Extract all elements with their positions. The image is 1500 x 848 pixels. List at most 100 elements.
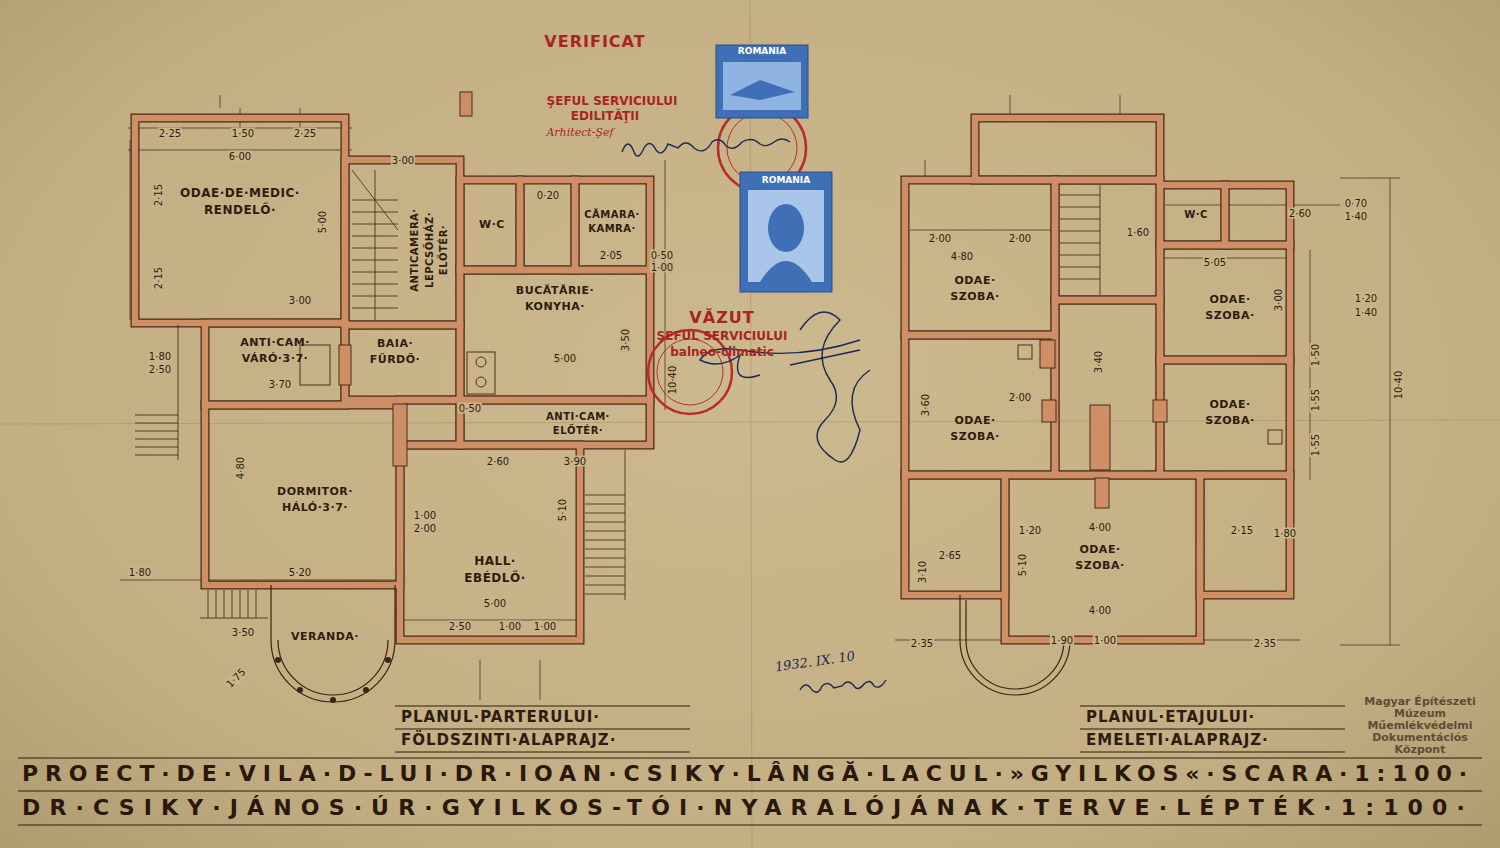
dimension: 2·00: [413, 523, 437, 534]
dimension: 3·00: [391, 155, 415, 166]
dimension: 3·90: [563, 456, 587, 467]
room-label-box: DORMITOR·HÁLÓ·3·7·: [265, 480, 365, 520]
postage-stamp-text: ROMANIA: [761, 176, 811, 186]
room-label-box: ANTICAMERA·LEPCSŐHÁZ·ELŐTÉR·: [405, 190, 455, 310]
room-name: BUCĂTĂRIE·: [516, 283, 594, 299]
room-label-box: CĂMARA·KAMRA·: [580, 205, 644, 239]
room-name: ODAE·DE·MEDIC·: [180, 185, 300, 202]
room-name: W·C: [479, 217, 505, 233]
plan-caption: PLANUL·PARTERULUI·: [400, 709, 601, 726]
dimension: 2·00: [1008, 233, 1032, 244]
handwritten-note: 1932. IX. 10: [773, 649, 857, 675]
room-label-box: VERANDA·: [285, 628, 365, 646]
room-name: W·C: [1184, 208, 1208, 223]
dimension: 5·00: [483, 598, 507, 609]
rotated-text-holder: ANTICAMERA·LEPCSŐHÁZ·ELŐTÉR·: [405, 190, 455, 310]
dimension: 1·00: [1093, 635, 1117, 646]
dimension: 2·60: [486, 456, 510, 467]
dimension: 1·90: [1050, 635, 1074, 646]
watermark: Műemlékvédelmi Dokumentációs Központ: [1344, 720, 1496, 756]
dimension: 4·00: [1088, 522, 1112, 533]
dimension: 5·05: [1203, 257, 1227, 268]
dimension: 2·15: [1230, 525, 1254, 536]
room-name: ODAE·: [1209, 292, 1250, 308]
dimension: 2·65: [938, 550, 962, 561]
dimension: 1·55: [1310, 388, 1321, 412]
room-label-box: ANTI·CAM·VÁRÓ·3·7·: [215, 333, 335, 369]
dimension: 5·10: [557, 498, 568, 522]
dimension: 1·20: [1354, 293, 1378, 304]
room-label-box: ANTI·CAM·ELŐTÉR·: [518, 409, 638, 439]
dimension: 2·60: [1288, 208, 1312, 219]
stamp-text: Arhitect-Şef: [545, 127, 614, 139]
dimension: 1·60: [1126, 227, 1150, 238]
dimension: 2·15: [153, 266, 164, 290]
room-name: SZOBA·: [1205, 413, 1254, 429]
plan-caption: PLANUL·ETAJULUI·: [1085, 709, 1256, 726]
dimension: 0·50: [650, 250, 674, 261]
room-label-box: ODAE·SZOBA·: [1190, 395, 1270, 431]
room-name: ELŐTÉR·: [553, 424, 603, 439]
dimension: 5·20: [288, 567, 312, 578]
dimension: 2·35: [910, 638, 934, 649]
stamp-text: VERIFICAT: [543, 33, 646, 51]
dimension: 4·80: [235, 456, 246, 480]
dimension: 1·00: [413, 510, 437, 521]
dimension: 2·00: [1008, 392, 1032, 403]
room-name: ODAE·: [954, 273, 995, 289]
dimension: 2·35: [1253, 638, 1277, 649]
dimension: 3·00: [288, 295, 312, 306]
room-label-box: ODAE·DE·MEDIC·RENDELŐ·: [175, 180, 305, 224]
dimension: 1·50: [1310, 343, 1321, 367]
room-label-box: BUCĂTĂRIE·KONYHA·: [500, 282, 610, 316]
room-name: LEPCSŐHÁZ·: [423, 212, 438, 288]
room-name: RENDELŐ·: [204, 202, 276, 219]
dimension: 1·00: [650, 262, 674, 273]
dimension: 5·10: [1017, 553, 1028, 577]
room-label-box: HALL·EBÉDLŐ·: [435, 548, 555, 592]
room-name: ANTI·CAM·: [240, 335, 310, 351]
title-line: DR·CSIKY·JÁNOS·ÚR·GYILKOS-TÓI·NYARALÓJÁN…: [22, 797, 1474, 819]
room-name: SZOBA·: [1075, 558, 1124, 574]
room-name: BAIA·: [377, 336, 413, 352]
dimension: 10·40: [667, 365, 678, 396]
room-name: KAMRA·: [588, 222, 636, 237]
room-name: ANTI·CAM·: [546, 410, 610, 425]
dimension: 1·40: [1354, 307, 1378, 318]
dimension: 6·00: [228, 151, 252, 162]
dimension: 2·25: [293, 128, 317, 139]
dimension: 2·05: [599, 250, 623, 261]
room-name: HALL·: [474, 553, 516, 570]
room-name: ANTICAMERA·: [408, 208, 423, 291]
dimension: 3·50: [620, 328, 631, 352]
room-name: ODAE·: [954, 413, 995, 429]
dimension: 1·00: [533, 621, 557, 632]
room-name: DORMITOR·: [277, 484, 353, 500]
dimension: 10·40: [1393, 370, 1404, 401]
dimension: 2·50: [448, 621, 472, 632]
dimension: 2·25: [158, 128, 182, 139]
room-name: ODAE·: [1209, 397, 1250, 413]
room-label-box: ODAE·SZOBA·: [935, 270, 1015, 308]
room-label-box: W·C: [1172, 205, 1220, 225]
room-name: SZOBA·: [950, 429, 999, 445]
room-name: SZOBA·: [1205, 308, 1254, 324]
dimension: 3·00: [1273, 288, 1284, 312]
dimension: 0·70: [1344, 198, 1368, 209]
dimension: 4·80: [950, 251, 974, 262]
dimension: 5·00: [553, 353, 577, 364]
dimension: 1·80: [128, 567, 152, 578]
dimension: 2·15: [153, 183, 164, 207]
room-label-box: BAIA·FÜRDŐ·: [360, 335, 430, 369]
room-name: ODAE·: [1079, 542, 1120, 558]
room-name: ELŐTÉR·: [437, 225, 452, 275]
dimension: 1·20: [1018, 525, 1042, 536]
room-name: KONYHA·: [525, 299, 585, 315]
title-line: PROECT·DE·VILA·D-LUI·DR·IOAN·CSIKY·LÂNGĂ…: [22, 763, 1474, 785]
dimension: 2·50: [148, 364, 172, 375]
dimension: 5·00: [317, 210, 328, 234]
room-name: HÁLÓ·3·7·: [282, 500, 348, 516]
room-name: VÁRÓ·3·7·: [242, 351, 308, 367]
dimension: 4·00: [1088, 605, 1112, 616]
dimension: 1·55: [1310, 433, 1321, 457]
